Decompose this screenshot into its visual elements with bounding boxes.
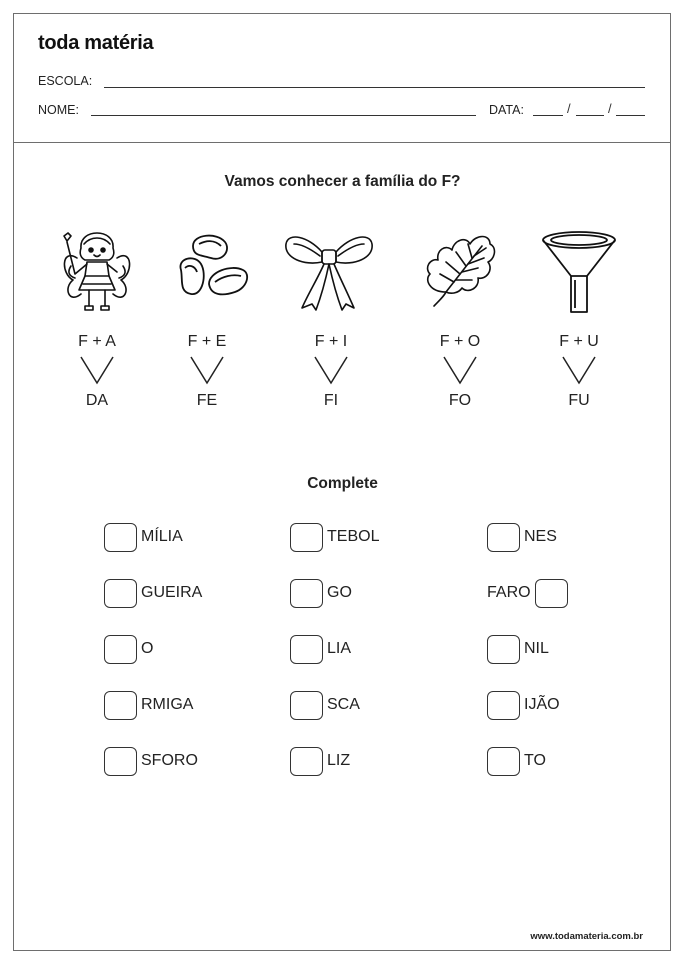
answer-box[interactable] — [290, 690, 323, 720]
formula-fa: F + A — [78, 333, 116, 350]
result-fo: FO — [448, 392, 472, 409]
result-fi: FI — [323, 392, 339, 409]
school-line[interactable] — [104, 87, 645, 88]
complete-item: MÍLIA — [104, 522, 183, 552]
complete-item: GUEIRA — [104, 578, 202, 608]
merge-arrow — [420, 355, 500, 385]
complete-item: TO — [487, 746, 546, 776]
complete-item: LIA — [290, 634, 351, 664]
answer-box[interactable] — [104, 634, 137, 664]
beans-icon — [171, 222, 251, 314]
footer-url[interactable]: www.todamateria.com.br — [530, 931, 643, 942]
date-day-line[interactable] — [533, 115, 563, 116]
complete-item: LIZ — [290, 746, 350, 776]
merge-arrow — [291, 355, 371, 385]
brand-logo: toda matéria — [38, 32, 154, 54]
answer-box[interactable] — [487, 522, 520, 552]
word-fragment: RMIGA — [141, 696, 194, 713]
fairy-icon — [57, 222, 137, 314]
word-fragment: O — [141, 640, 154, 657]
word-fragment: NES — [524, 528, 557, 545]
word-fragment: LIA — [327, 640, 352, 657]
worksheet-frame — [13, 13, 671, 951]
complete-item: NES — [487, 522, 557, 552]
word-fragment: IJÃO — [524, 696, 560, 713]
header-divider — [13, 142, 671, 143]
word-fragment: MÍLIA — [141, 528, 183, 545]
merge-arrow — [167, 355, 247, 385]
answer-box[interactable] — [534, 578, 568, 608]
answer-box[interactable] — [487, 634, 520, 664]
complete-item: O — [104, 634, 153, 664]
complete-item: TEBOL — [290, 522, 379, 552]
merge-arrow — [539, 355, 619, 385]
complete-item: SCA — [290, 690, 360, 720]
date-month-line[interactable] — [576, 115, 604, 116]
answer-box[interactable] — [487, 746, 520, 776]
complete-item: NIL — [487, 634, 549, 664]
formula-fu: F + U — [559, 333, 599, 350]
complete-item: IJÃO — [487, 690, 560, 720]
formula-fi: F + I — [314, 333, 348, 350]
word-fragment: GO — [327, 584, 352, 601]
date-separator: / — [608, 101, 612, 116]
answer-box[interactable] — [290, 634, 323, 664]
result-fu: FU — [568, 392, 590, 409]
funnel-icon — [539, 222, 619, 314]
complete-item: SFORO — [104, 746, 198, 776]
complete-item: FARO — [487, 578, 568, 608]
word-fragment: NIL — [524, 640, 549, 657]
word-fragment: GUEIRA — [141, 584, 203, 601]
merge-arrow — [57, 355, 137, 385]
complete-item: RMIGA — [104, 690, 193, 720]
complete-item: GO — [290, 578, 352, 608]
leaf-icon — [420, 222, 500, 314]
word-fragment: TEBOL — [327, 528, 380, 545]
result-fe: FE — [196, 392, 218, 409]
answer-box[interactable] — [290, 578, 323, 608]
date-label: DATA: — [489, 103, 524, 117]
answer-box[interactable] — [290, 522, 323, 552]
complete-title: Complete — [307, 475, 378, 492]
date-year-line[interactable] — [616, 115, 645, 116]
name-label: NOME: — [38, 103, 79, 117]
answer-box[interactable] — [104, 746, 137, 776]
bow-icon — [284, 222, 374, 314]
formula-fe: F + E — [187, 333, 227, 350]
formula-fo: F + O — [439, 333, 481, 350]
result-da: DA — [85, 392, 109, 409]
family-title: Vamos conhecer a família do F? — [224, 173, 461, 190]
answer-box[interactable] — [104, 522, 137, 552]
word-fragment: LIZ — [327, 752, 351, 769]
date-separator: / — [567, 101, 571, 116]
word-fragment: SCA — [327, 696, 360, 713]
school-label: ESCOLA: — [38, 74, 93, 88]
word-fragment: FARO — [487, 584, 531, 601]
answer-box[interactable] — [290, 746, 323, 776]
answer-box[interactable] — [104, 690, 137, 720]
word-fragment: SFORO — [141, 752, 198, 769]
answer-box[interactable] — [487, 690, 520, 720]
name-line[interactable] — [91, 115, 476, 116]
word-fragment: TO — [524, 752, 546, 769]
answer-box[interactable] — [104, 578, 137, 608]
